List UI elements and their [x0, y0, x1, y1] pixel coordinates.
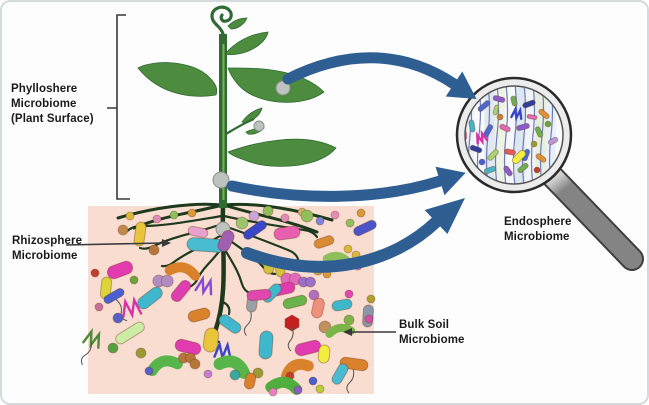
- plant-illustration: [137, 5, 337, 208]
- phyllosphere-label: Phylloshere Microbiome (Plant Surface): [11, 83, 94, 126]
- annotation-lines: [65, 14, 396, 333]
- magnifier: [455, 76, 644, 271]
- arrow-stem-to-lens: [226, 166, 466, 202]
- stem-colony-spot: [212, 171, 230, 189]
- rhizosphere-label: Rhizosphere Microbiome: [12, 235, 83, 263]
- leaf-right-top: [224, 31, 269, 56]
- lens-microbes-group: [465, 95, 559, 177]
- leaf-right-lower: [227, 138, 337, 167]
- branch-colony-spot: [253, 120, 265, 132]
- leaflet-top: [227, 17, 248, 30]
- rhizosphere-pointer: [65, 242, 164, 246]
- phyllosphere-bracket: [116, 14, 130, 200]
- endosphere-label: Endosphere Microbiome: [504, 216, 572, 244]
- rhizosphere-pointer-head: [162, 239, 171, 247]
- arrow-rhizosphere-to-lens: [241, 198, 465, 273]
- arrow-phyllosphere-to-lens: [282, 52, 477, 99]
- leaf-left-large: [137, 62, 218, 97]
- flow-arrows: [226, 52, 477, 273]
- bulk-soil-pointer-head: [343, 328, 352, 336]
- leaf-right-mid: [227, 67, 325, 103]
- bulk-soil-label: Bulk Soil Microbiome: [399, 319, 465, 347]
- small-branch: [225, 117, 255, 135]
- fiddlehead-bud: [210, 5, 233, 36]
- leaves: [137, 17, 337, 167]
